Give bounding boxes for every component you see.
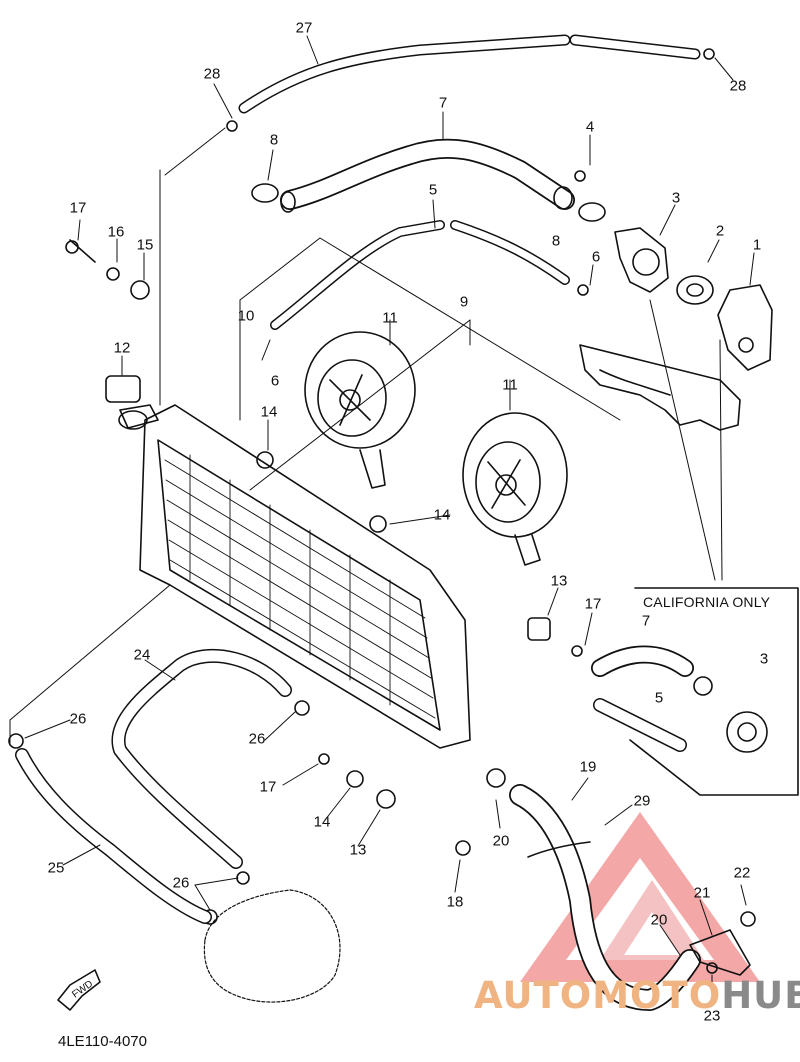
callout-13: 13 (550, 572, 568, 590)
callout-24: 24 (133, 646, 151, 664)
callout-17: 17 (584, 595, 602, 613)
fitting-21 (689, 929, 751, 976)
california-only-title: CALIFORNIA ONLY (643, 594, 771, 610)
hose-25 (15, 748, 212, 924)
hose-7-upper (251, 138, 606, 222)
callout-16: 16 (107, 223, 125, 241)
leader-lines (9, 35, 755, 1006)
reservoir (203, 889, 341, 1003)
callout-2: 2 (715, 222, 725, 240)
hose-24 (111, 648, 292, 869)
callout-29: 29 (633, 792, 651, 810)
callout-27: 27 (295, 19, 313, 37)
cooling-fan-upper (304, 331, 416, 489)
callout-5: 5 (654, 689, 664, 707)
callout-12: 12 (113, 339, 131, 357)
callout-25: 25 (47, 859, 65, 877)
callout-6: 6 (591, 248, 601, 266)
callout-5: 5 (428, 181, 438, 199)
callout-23: 23 (703, 1007, 721, 1025)
callout-11: 11 (382, 309, 398, 327)
callout-28: 28 (203, 65, 221, 83)
hose-19 (509, 784, 701, 1011)
radiator (118, 404, 471, 749)
fwd-arrow (57, 969, 101, 1011)
callout-26: 26 (69, 710, 87, 728)
callout-26: 26 (248, 730, 266, 748)
callout-19: 19 (579, 758, 597, 776)
fittings (8, 170, 756, 974)
callout-17: 17 (69, 199, 87, 217)
watermark-part1: AUTOMOTO (474, 974, 722, 1017)
callout-3: 3 (759, 650, 769, 668)
callout-20: 20 (492, 832, 510, 850)
callout-4: 4 (585, 118, 595, 136)
callout-28: 28 (729, 77, 747, 95)
callout-15: 15 (136, 236, 154, 254)
callout-18: 18 (446, 893, 464, 911)
callout-14: 14 (313, 813, 331, 831)
california-inset-box (591, 587, 799, 796)
hose-27 (226, 34, 715, 132)
callout-11: 11 (502, 376, 518, 394)
cooling-fan-lower (462, 412, 568, 566)
callout-7: 7 (641, 612, 651, 630)
watermark-part2: HUB (721, 974, 800, 1017)
callout-13: 13 (349, 841, 367, 859)
callout-7: 7 (438, 94, 448, 112)
callout-22: 22 (733, 864, 751, 882)
callout-20: 20 (650, 911, 668, 929)
callout-14: 14 (433, 506, 451, 524)
part-code: 4LE110-4070 (58, 1033, 147, 1050)
callout-6: 6 (270, 372, 280, 390)
callout-10: 10 (237, 307, 255, 325)
callout-3: 3 (671, 189, 681, 207)
thermostat-assembly (614, 227, 773, 371)
callout-26: 26 (172, 874, 190, 892)
callout-14: 14 (260, 403, 278, 421)
callout-8: 8 (269, 131, 279, 149)
callout-1: 1 (752, 236, 762, 254)
callout-8: 8 (551, 232, 561, 250)
callout-17: 17 (259, 778, 277, 796)
hose-5-upper (270, 220, 570, 330)
callout-21: 21 (693, 884, 711, 902)
water-pipe (579, 344, 741, 431)
callout-9: 9 (459, 293, 469, 311)
watermark-text: AUTOMOTOHUB (474, 977, 800, 1014)
